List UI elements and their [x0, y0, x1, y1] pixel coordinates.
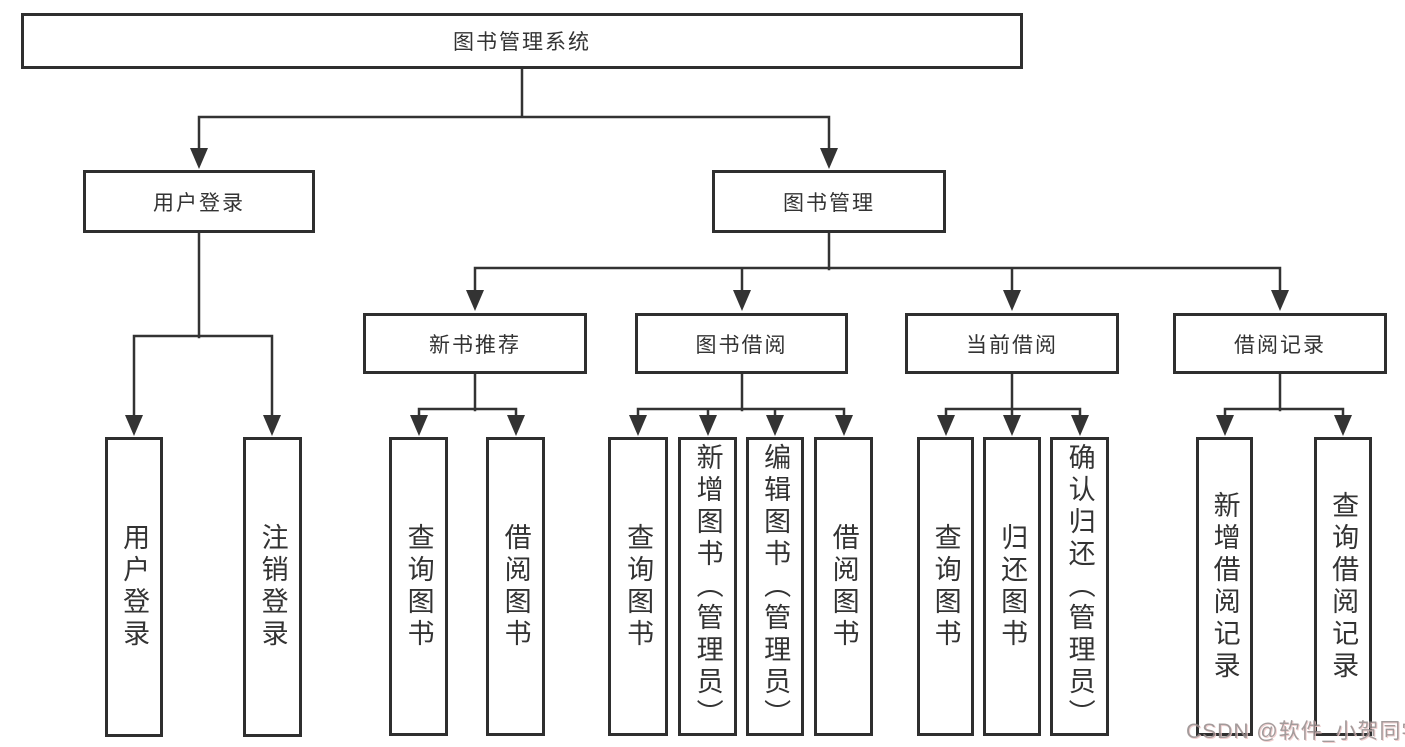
node-label: 查询图书	[623, 522, 654, 651]
node-query-books-1: 查询图书	[389, 437, 448, 736]
node-label: 借阅记录	[1234, 333, 1326, 357]
node-current-borrowing: 当前借阅	[905, 313, 1119, 374]
node-label: 查询图书	[930, 522, 961, 651]
csdn-watermark: CSDN @软件_小贺同学	[1186, 720, 1405, 743]
node-return-book: 归还图书	[983, 437, 1041, 736]
node-label: 查询借阅记录	[1328, 490, 1359, 683]
node-book-management-system: 图书管理系统	[21, 13, 1023, 69]
node-user-login-item: 用户登录	[105, 437, 163, 737]
node-label: 借阅图书	[500, 522, 531, 651]
node-query-books-2: 查询图书	[608, 437, 668, 736]
node-confirm-return-admin: 确认归还（管理员）	[1050, 437, 1109, 736]
node-book-management: 图书管理	[712, 170, 946, 233]
node-label: 查询图书	[403, 522, 434, 651]
node-edit-book-admin: 编辑图书（管理员）	[746, 437, 804, 736]
tree-edges	[132, 67, 1345, 422]
node-label: 用户登录	[153, 191, 245, 215]
node-label: 图书管理	[783, 191, 875, 215]
node-label: 借阅图书	[828, 522, 859, 651]
node-label: 归还图书	[997, 522, 1028, 651]
node-label: 用户登录	[119, 523, 150, 651]
node-book-borrowing: 图书借阅	[635, 313, 848, 374]
node-label: 新增图书（管理员）	[692, 442, 723, 731]
arrowhead-icons	[125, 148, 1352, 436]
node-label: 新增借阅记录	[1209, 490, 1240, 683]
node-borrowing-records: 借阅记录	[1173, 313, 1387, 374]
node-label: 新书推荐	[429, 333, 521, 357]
node-add-borrow-record: 新增借阅记录	[1196, 437, 1253, 736]
node-label: 当前借阅	[966, 333, 1058, 357]
node-user-login: 用户登录	[83, 170, 315, 233]
node-label: 确认归还（管理员）	[1064, 442, 1095, 731]
node-query-books-3: 查询图书	[917, 437, 974, 736]
node-new-book-recommendation: 新书推荐	[363, 313, 587, 374]
node-add-book-admin: 新增图书（管理员）	[678, 437, 737, 736]
node-label: 编辑图书（管理员）	[760, 442, 791, 731]
node-label: 注销登录	[257, 523, 288, 651]
node-borrow-books-2: 借阅图书	[814, 437, 873, 736]
node-label: 图书借阅	[695, 333, 788, 357]
node-borrow-books-1: 借阅图书	[486, 437, 545, 736]
node-query-borrow-record: 查询借阅记录	[1314, 437, 1372, 736]
node-label: 图书管理系统	[453, 31, 591, 54]
node-logout-item: 注销登录	[243, 437, 302, 737]
